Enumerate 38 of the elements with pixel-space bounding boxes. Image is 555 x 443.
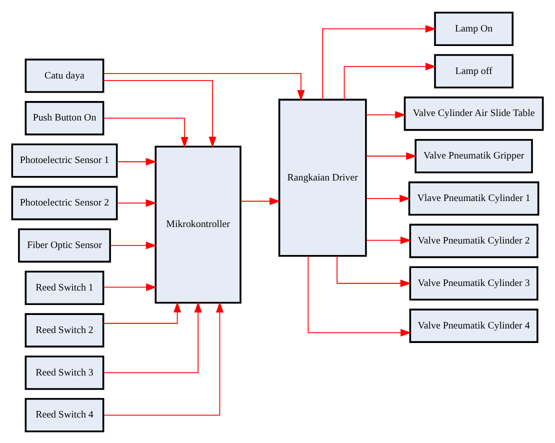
arrow [116, 198, 157, 206]
arrow [103, 117, 188, 148]
arrow [102, 80, 216, 148]
arrow [366, 236, 412, 244]
arrow [110, 241, 157, 249]
node-box: Reed Switch 3 [24, 355, 104, 390]
node-box: Vlave Pneumatik Cylinder 1 [408, 180, 540, 216]
node-box: Valve Pneumatik Gripper [414, 138, 533, 173]
arrow [322, 24, 436, 100]
node-box: Photoelectric Sensor 2 [11, 185, 118, 220]
node-box: Reed Switch 2 [24, 312, 104, 347]
arrow [366, 110, 406, 118]
node-box: Reed Switch 1 [24, 270, 104, 305]
arrow [103, 301, 224, 416]
arrow [308, 254, 412, 336]
node-box: Reed Switch 4 [24, 398, 104, 432]
node-box: Valve Pneumatik Cylinder 2 [409, 223, 538, 258]
node-box: Photoelectric Sensor 1 [11, 142, 118, 178]
node-box: Push Button On [24, 100, 104, 135]
arrow [240, 196, 280, 205]
arrow [102, 301, 182, 324]
arrow [336, 254, 412, 287]
arrow [366, 194, 410, 202]
node-box: Rangkaian Driver [278, 98, 367, 256]
arrow [116, 157, 157, 166]
arrow [103, 301, 202, 373]
arrow [103, 72, 305, 100]
arrow [103, 282, 157, 290]
node-box: Valve Pneumatik Cylinder 4 [409, 308, 538, 342]
node-box: Valve Cylinder Air Slide Table [404, 96, 544, 130]
node-box: Mikrokontroller [154, 145, 242, 304]
node-box: Lamp off [434, 54, 514, 88]
node-box: Catu daya [24, 58, 104, 92]
arrow [344, 62, 436, 100]
node-box: Lamp On [434, 11, 514, 46]
arrow [366, 152, 417, 160]
node-box: Fiber Optic Sensor [18, 228, 111, 262]
node-box: Valve Pneumatik Cylinder 3 [409, 266, 538, 300]
